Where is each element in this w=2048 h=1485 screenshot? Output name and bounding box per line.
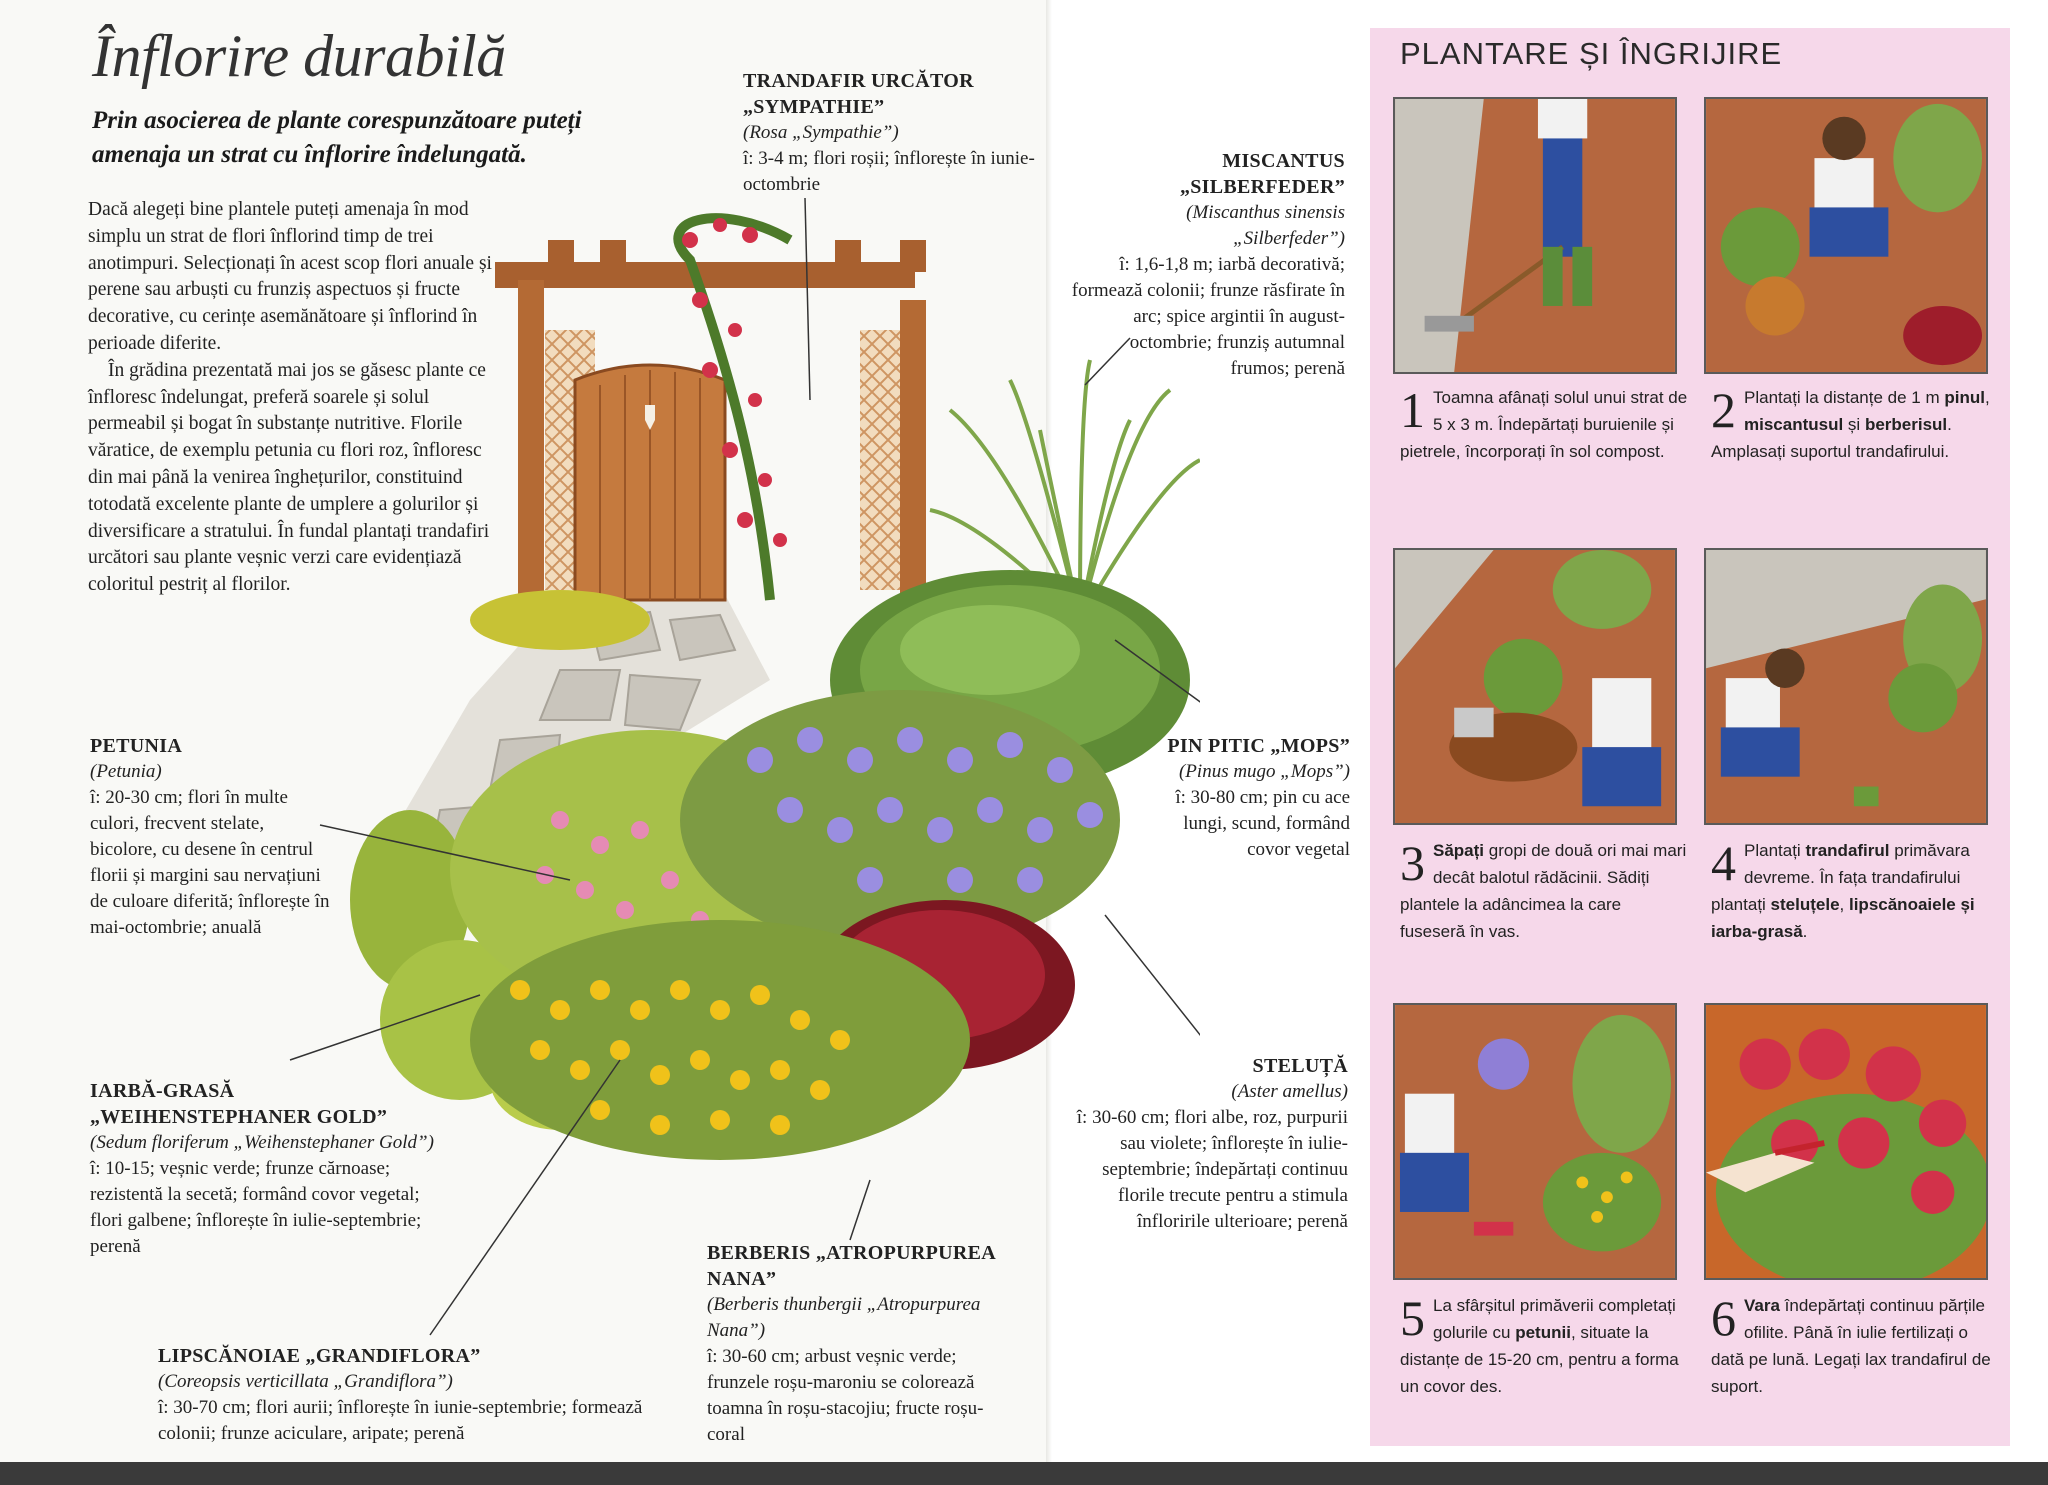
- label-iarba-grasa: IARBĂ-GRASĂ „WEIHENSTEPHANER GOLD” (Sedu…: [90, 1078, 450, 1260]
- label-steluta: STELUȚĂ (Aster amellus) î: 30-60 cm; flo…: [1060, 1053, 1348, 1235]
- plant-latin: (Miscanthus sinensis „Silberfeder”): [1186, 202, 1345, 249]
- plant-name: BERBERIS „ATROPURPUREA NANA”: [707, 1242, 995, 1290]
- plant-desc: î: 3-4 m; flori roșii; înflorește în iun…: [743, 148, 1035, 195]
- plant-desc: î: 10-15; veșnic verde; frunze cărnoase;…: [90, 1158, 422, 1257]
- step-6-text: 6 Vara îndepărtați continuu părțile ofil…: [1711, 1290, 1991, 1396]
- step-number: 4: [1711, 835, 1736, 891]
- plant-name: MISCANTUS „SILBERFEDER”: [1179, 150, 1345, 198]
- label-miscantus: MISCANTUS „SILBERFEDER” (Miscanthus sine…: [1070, 148, 1345, 382]
- step-6-illustration: [1704, 1003, 1988, 1280]
- step-2-text: 2 Plantați la distanțe de 1 m pinul, mis…: [1711, 382, 1990, 461]
- plant-desc: î: 30-60 cm; arbust veșnic verde; frunze…: [707, 1346, 984, 1445]
- plant-latin: (Aster amellus): [1231, 1081, 1348, 1102]
- plant-latin: (Sedum floriferum „Weihenstephaner Gold”…: [90, 1132, 434, 1153]
- plant-desc: î: 30-70 cm; flori aurii; înflorește în …: [158, 1397, 643, 1444]
- step-4-text: 4 Plantați trandafirul primăvara devreme…: [1711, 835, 1975, 941]
- leader-lines: [289, 197, 1200, 1336]
- care-title: PLANTARE ȘI ÎNGRIJIRE: [1400, 36, 1783, 71]
- intro-paragraph-1: Dacă alegeți bine plantele puteți amenaj…: [88, 199, 492, 354]
- plant-name: STELUȚĂ: [1252, 1055, 1348, 1077]
- plant-desc: î: 20-30 cm; flori în multe culori, frec…: [90, 787, 330, 938]
- page-subtitle: Prin asocierea de plante corespunzătoare…: [92, 107, 582, 168]
- plant-name: PIN PITIC „MOPS”: [1167, 735, 1350, 757]
- plant-latin: (Berberis thunbergii „Atropurpurea Nana”…: [707, 1294, 981, 1341]
- plant-name: IARBĂ-GRASĂ „WEIHENSTEPHANER GOLD”: [90, 1080, 388, 1128]
- plant-desc: î: 1,6-1,8 m; iarbă decorativă; formează…: [1071, 254, 1345, 379]
- step-5-illustration: [1393, 1003, 1677, 1280]
- plant-latin: (Petunia): [90, 761, 162, 782]
- step-number: 2: [1711, 382, 1736, 438]
- step-number: 6: [1711, 1290, 1736, 1346]
- step-number: 1: [1400, 382, 1425, 438]
- page-title: Înflorire durabilă: [92, 23, 506, 89]
- label-petunia: PETUNIA (Petunia) î: 20-30 cm; flori în …: [90, 733, 330, 941]
- climbing-rose: [673, 213, 793, 601]
- garden-illustration: [289, 197, 1200, 1336]
- wooden-gate: [573, 363, 727, 602]
- plant-name: LIPSCĂNOIAE „GRANDIFLORA”: [158, 1345, 481, 1367]
- step-1-illustration: [1393, 97, 1677, 374]
- intro-paragraph-2: În grădina prezentată mai jos se găsesc …: [88, 359, 490, 596]
- plant-latin: (Rosa „Sympathie”): [743, 122, 899, 143]
- step-1-text: 1 Toamna afânați solul unui strat de 5 x…: [1400, 382, 1688, 461]
- label-berberis: BERBERIS „ATROPURPUREA NANA” (Berberis t…: [707, 1240, 1017, 1448]
- step-number: 3: [1400, 835, 1425, 891]
- plant-desc: î: 30-80 cm; pin cu ace lungi, scund, fo…: [1175, 787, 1350, 860]
- step-number: 5: [1400, 1290, 1425, 1346]
- plant-latin: (Pinus mugo „Mops”): [1178, 761, 1350, 782]
- plant-name: TRANDAFIR URCĂTOR „SYMPATHIE”: [743, 70, 974, 118]
- step-3-illustration: [1393, 548, 1677, 825]
- plant-name: PETUNIA: [90, 735, 183, 757]
- intro-text: Dacă alegeți bine plantele puteți amenaj…: [88, 197, 498, 599]
- coreopsis-bed: [470, 920, 970, 1160]
- plant-desc: î: 30-60 cm; flori albe, roz, purpurii s…: [1076, 1107, 1348, 1232]
- step-2-illustration: [1704, 97, 1988, 374]
- step-5-text: 5 La sfârșitul primăverii completați gol…: [1400, 1290, 1679, 1396]
- step-4-illustration: [1704, 548, 1988, 825]
- bottom-edge: [0, 1462, 2048, 1485]
- label-pin: PIN PITIC „MOPS” (Pinus mugo „Mops”) î: …: [1150, 733, 1350, 863]
- label-lipscanoiae: LIPSCĂNOIAE „GRANDIFLORA” (Coreopsis ver…: [158, 1343, 648, 1447]
- step-3-text: 3 Săpați gropi de două ori mai mari decâ…: [1400, 835, 1687, 941]
- label-trandafir: TRANDAFIR URCĂTOR „SYMPATHIE” (Rosa „Sym…: [743, 68, 1043, 198]
- plant-latin: (Coreopsis verticillata „Grandiflora”): [158, 1371, 453, 1392]
- aster-bed: [680, 690, 1120, 950]
